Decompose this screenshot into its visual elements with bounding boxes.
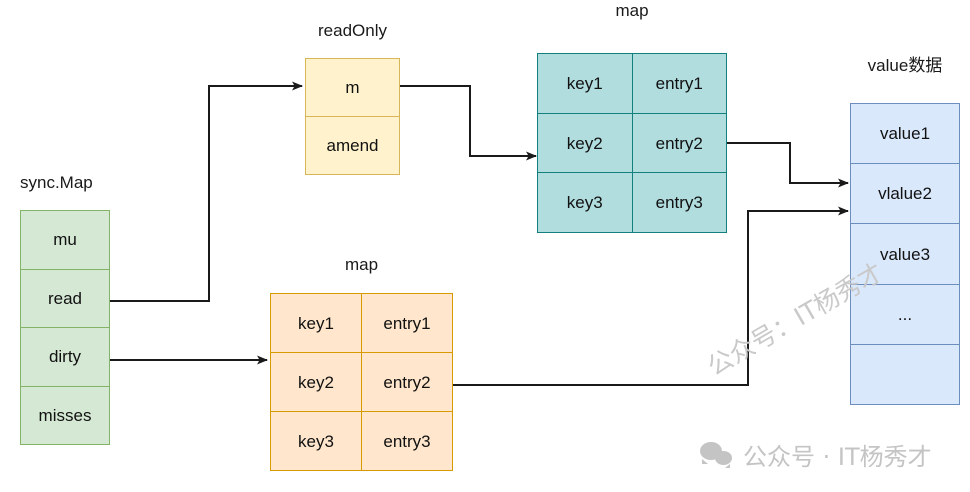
watermark-bottom: 公众号 · IT杨秀才 — [700, 437, 932, 472]
table-row: key2 entry2 — [271, 352, 452, 411]
wechat-icon — [700, 441, 734, 468]
value-cell: value3 — [879, 244, 931, 264]
sync-map-field-mu: mu — [53, 230, 77, 250]
value-row — [851, 343, 959, 404]
read-map-table: key1 entry1 key2 entry2 key3 entry3 — [537, 53, 727, 233]
edge-dirty-entry2-to-value — [453, 206, 849, 386]
dirty-map-entry: entry2 — [361, 353, 452, 411]
value-cell: vlalue2 — [878, 184, 932, 204]
read-map-entry: entry2 — [631, 113, 727, 173]
sync-map-field-dirty: dirty — [48, 347, 82, 367]
dirty-map-entry: entry1 — [361, 294, 452, 352]
label-read-only: readOnly — [318, 21, 387, 40]
table-row: key1 entry1 — [538, 54, 726, 113]
sync-map-struct: mu read dirty misses — [20, 210, 110, 445]
value-row: ... — [851, 283, 959, 344]
read-map-key: key2 — [566, 133, 603, 153]
dirty-map-entry: entry3 — [361, 412, 452, 470]
value-column: value1 vlalue2 value3 ... — [850, 103, 960, 405]
read-only-row: amend — [306, 116, 399, 174]
table-row: key3 entry3 — [271, 411, 452, 470]
read-only-row: m — [306, 59, 399, 116]
label-value-data: value数据 — [867, 56, 943, 75]
edge-m-to-read-map — [399, 85, 537, 161]
table-row: key1 entry1 — [271, 294, 452, 352]
read-map-key: key3 — [566, 193, 603, 213]
label-read-map: map — [615, 1, 649, 20]
dirty-map-key: key2 — [298, 372, 334, 392]
value-cell-ellipsis: ... — [897, 304, 913, 324]
table-row: key3 entry3 — [538, 172, 727, 233]
sync-map-field-misses: misses — [38, 405, 92, 425]
value-row: vlalue2 — [851, 163, 959, 223]
sync-map-row: mu — [21, 211, 109, 269]
read-map-entry: entry1 — [631, 54, 727, 113]
value-row: value3 — [851, 223, 959, 283]
label-dirty-map: map — [344, 255, 379, 274]
label-sync-map: sync.Map — [20, 173, 93, 192]
edge-read-entry2-to-value — [726, 142, 849, 188]
sync-map-field-read: read — [47, 288, 83, 308]
sync-map-row: misses — [21, 385, 109, 445]
read-only-struct: m amend — [305, 58, 400, 175]
read-only-field-m: m — [345, 78, 360, 97]
value-cell-empty — [851, 345, 959, 404]
table-row: key2 entry2 — [538, 112, 727, 173]
watermark-bottom-text: 公众号 · IT杨秀才 — [743, 443, 932, 471]
sync-map-row: dirty — [21, 327, 109, 386]
value-row: value1 — [851, 104, 959, 163]
value-cell: value1 — [879, 124, 931, 144]
read-only-field-amend: amend — [326, 136, 379, 155]
read-map-key: key1 — [566, 73, 603, 93]
dirty-map-key: key1 — [298, 313, 334, 333]
dirty-map-key: key3 — [298, 431, 334, 451]
dirty-map-table: key1 entry1 key2 entry2 key3 entry3 — [270, 293, 453, 471]
sync-map-row: read — [21, 268, 109, 328]
read-map-entry: entry3 — [631, 173, 727, 233]
